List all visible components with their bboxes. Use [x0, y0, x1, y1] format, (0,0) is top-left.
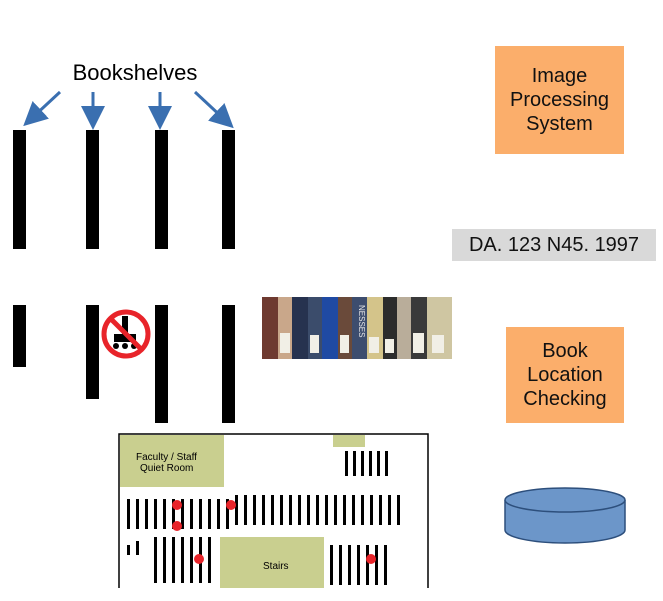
room-label-line2: Quiet Room: [140, 463, 193, 474]
quiet-room: [120, 435, 224, 487]
call-number-label: DA. 123 N45. 1997: [452, 229, 656, 261]
book-location-box: Book Location Checking: [506, 327, 624, 423]
arrow-down-icon: [193, 90, 234, 129]
stairs-label: Stairs: [263, 561, 289, 572]
arrow-down-icon: [23, 90, 62, 127]
database-icon: [504, 487, 626, 544]
map-shelves: [127, 451, 400, 585]
shelf-top-4: [222, 130, 235, 249]
shelf-top-3: [155, 130, 168, 249]
book-markers: [172, 500, 376, 564]
no-robot-sign-icon: [101, 309, 151, 359]
shelf-bottom-4: [222, 305, 235, 423]
shelf-top-2: [86, 130, 99, 249]
room-label-line1: Faculty / Staff: [136, 452, 197, 463]
floor-map: Faculty / Staff Quiet Room Stairs: [118, 433, 429, 588]
spine-text: NESSES: [357, 305, 366, 337]
shelf-bottom-2: [86, 305, 99, 399]
bookshelves-label: Bookshelves: [72, 60, 198, 85]
shelf-bottom-3: [155, 305, 168, 423]
stairs-area: [220, 537, 324, 588]
map-small-room: [333, 435, 365, 447]
shelf-bottom-1: [13, 305, 26, 367]
shelf-top-1: [13, 130, 26, 249]
image-processing-box: Image Processing System: [495, 46, 624, 154]
book-spines-photo: NESSES: [262, 297, 452, 359]
